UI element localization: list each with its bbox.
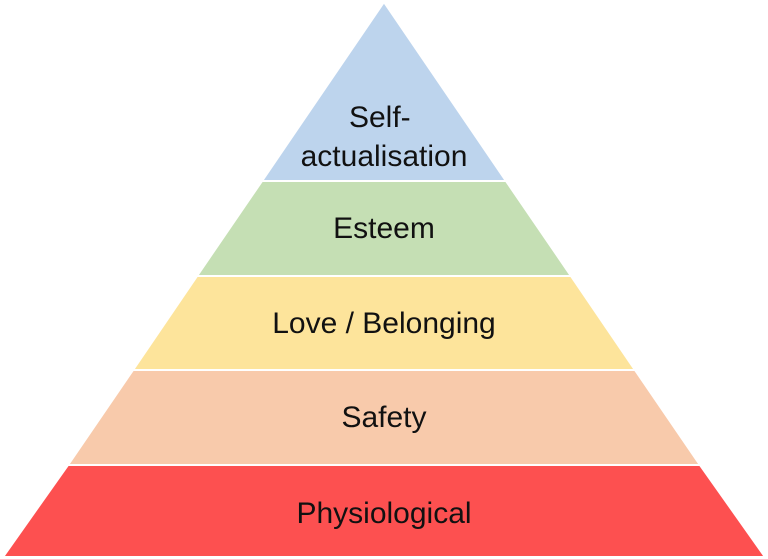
tier-love-belonging: Love / Belonging [131,275,637,371]
tier-esteem-label: Esteem [333,212,435,245]
tier-self-actualisation-label-line-2: actualisation [301,140,468,173]
tier-physiological-shape [1,464,767,558]
tier-esteem: Esteem [195,180,573,277]
tier-physiological: Physiological [1,464,767,558]
tier-self-actualisation-label: Self- actualisation [301,101,468,173]
tier-love-belonging-label: Love / Belonging [272,307,496,340]
tier-self-actualisation: Self- actualisation [260,0,508,182]
tier-self-actualisation-label-line-1: Self- [349,101,411,134]
tier-safety-label: Safety [341,401,426,434]
tier-safety: Safety [66,369,702,466]
tier-physiological-label: Physiological [296,497,471,530]
